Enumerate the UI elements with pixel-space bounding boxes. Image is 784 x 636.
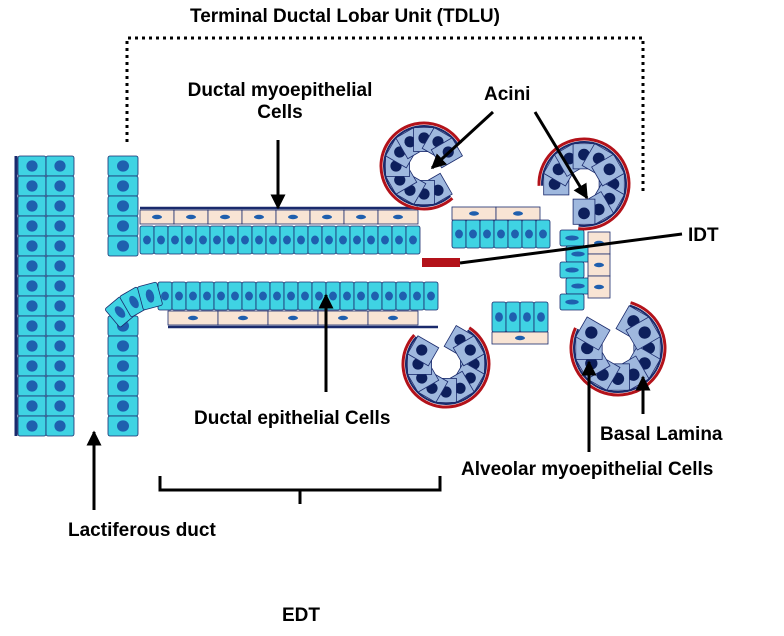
acinus bbox=[569, 301, 667, 397]
ductal-myoepithelial-label: Ductal myoepithelial Cells bbox=[150, 80, 410, 124]
acini-label: Acini bbox=[484, 84, 531, 105]
alveolar-myoepithelial-label: Alveolar myoepithelial Cells bbox=[461, 459, 714, 480]
ductal-epithelial-label: Ductal epithelial Cells bbox=[194, 408, 391, 429]
lactiferous-duct-wall-left bbox=[14, 155, 75, 437]
acinus bbox=[401, 324, 491, 409]
acini-group bbox=[379, 121, 667, 409]
basal-lamina-strip bbox=[422, 258, 460, 267]
lower-extralobular-duct bbox=[105, 281, 439, 329]
lactiferous-duct-wall-right bbox=[107, 155, 139, 437]
intralobular-ducts bbox=[451, 206, 611, 345]
ductal-myoepithelial-label-line2: Cells bbox=[257, 102, 303, 123]
ductal-myoepithelial-label-line1: Ductal myoepithelial bbox=[187, 80, 373, 101]
edt-label: EDT bbox=[282, 605, 320, 626]
tdlu-title: Terminal Ductal Lobar Unit (TDLU) bbox=[190, 6, 500, 27]
acinus bbox=[379, 121, 464, 211]
basal-lamina-label: Basal Lamina bbox=[600, 424, 723, 445]
acini-arrow-left bbox=[430, 110, 495, 170]
idt-pointer bbox=[459, 232, 683, 265]
tdlu-bracket bbox=[125, 36, 645, 195]
idt-label: IDT bbox=[688, 225, 719, 246]
edt-brace bbox=[158, 476, 442, 504]
upper-extralobular-duct bbox=[139, 206, 421, 255]
lactiferous-duct-label: Lactiferous duct bbox=[68, 520, 216, 541]
acini-arrow-right bbox=[533, 111, 589, 200]
acinus bbox=[537, 137, 631, 231]
